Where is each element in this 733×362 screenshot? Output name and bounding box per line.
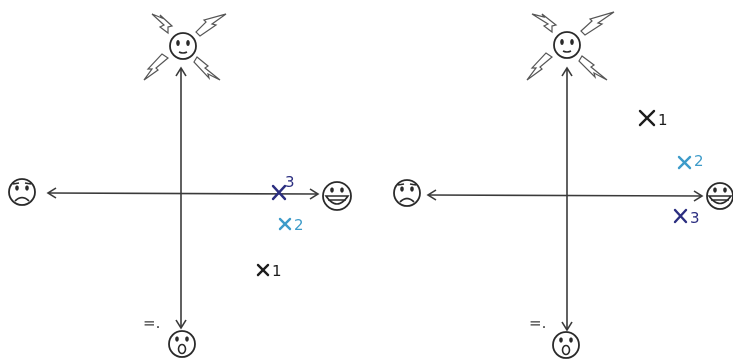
mark-label: 1: [658, 111, 668, 129]
eye: [25, 185, 29, 190]
lightning-ray-icon: [581, 12, 614, 35]
face-outline: [554, 32, 580, 58]
eye: [186, 40, 190, 46]
lightning-ray-icon: [532, 14, 556, 32]
bottom-left-mark: =.: [529, 314, 546, 332]
lightning-ray-icon: [152, 14, 172, 33]
mark-2: 2: [679, 152, 704, 170]
eye: [400, 186, 404, 191]
mark-1: 1: [640, 111, 668, 129]
eyebrow: [398, 184, 404, 185]
sad-face-icon: [394, 180, 420, 206]
eye: [176, 40, 180, 46]
axes-left: [48, 68, 318, 328]
mark-3: 3: [273, 173, 295, 199]
axes-right: [428, 68, 702, 330]
lightning-ray-icon: [196, 14, 226, 36]
mark-label: 3: [690, 209, 700, 227]
face-outline: [9, 179, 35, 205]
eyebrow: [13, 183, 19, 184]
surprised-face-icon: [553, 332, 579, 358]
lightning-ray-icon: [194, 57, 220, 80]
mark-label: 1: [272, 262, 282, 280]
big-smile-face-icon: [323, 182, 351, 210]
eyebrow: [410, 184, 416, 185]
mark-label: 2: [694, 152, 704, 170]
horizontal-axis: [428, 195, 702, 196]
eye: [330, 187, 334, 192]
eyebrow: [25, 183, 31, 184]
eye: [340, 187, 344, 192]
face-outline: [394, 180, 420, 206]
mark-1: 1: [258, 262, 282, 280]
excited-sun-face-icon: [527, 12, 614, 80]
eye: [15, 185, 19, 190]
eye: [185, 336, 189, 341]
face-outline: [170, 33, 196, 59]
affect-grid-right: =. 1 2 3: [394, 12, 733, 358]
eye: [569, 337, 573, 342]
lightning-ray-icon: [527, 53, 552, 80]
mark-2: 2: [280, 216, 304, 234]
mark-label: 3: [285, 173, 295, 191]
eye: [560, 39, 564, 45]
eye: [713, 187, 717, 192]
affect-grid-left: =. 1 2 3: [9, 14, 351, 357]
eye: [723, 187, 727, 192]
big-smile-face-icon: [707, 183, 733, 209]
lightning-ray-icon: [579, 56, 607, 80]
excited-sun-face-icon: [144, 14, 226, 80]
mark-label: 2: [294, 216, 304, 234]
eye: [175, 336, 179, 341]
bottom-left-mark: =.: [143, 314, 160, 332]
sad-face-icon: [9, 179, 35, 205]
eye: [559, 337, 563, 342]
eye: [410, 186, 414, 191]
mark-3: 3: [675, 209, 700, 227]
eye: [570, 39, 574, 45]
surprised-face-icon: [169, 331, 195, 357]
lightning-ray-icon: [144, 54, 168, 80]
